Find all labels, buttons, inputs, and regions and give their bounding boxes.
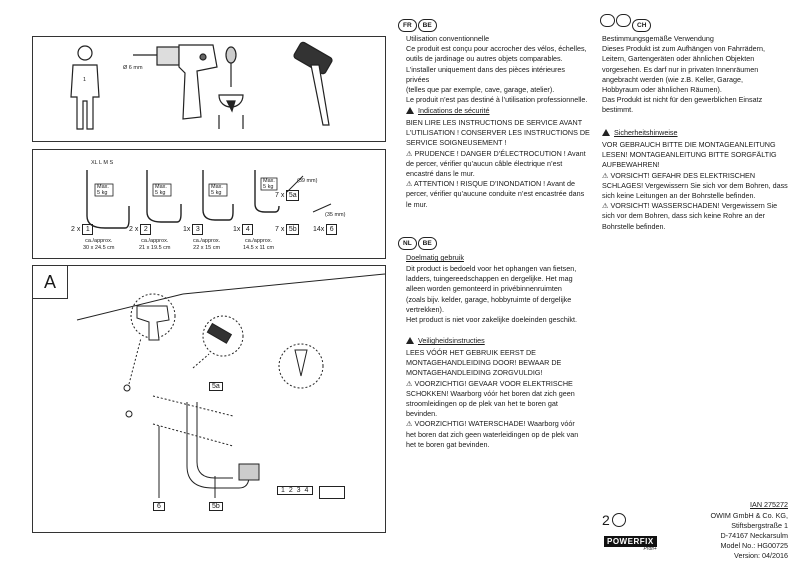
lang-pill-nl: NL [398, 237, 417, 250]
fr-intro: Utilisation conventionnelle Ce produit e… [406, 34, 588, 105]
warning-icon [602, 129, 610, 136]
hook-3-max: Max. 5 kg [211, 184, 223, 196]
hook-3-qty-text: 1x [183, 226, 191, 233]
hook-1-qty-text: 2 x [71, 226, 81, 233]
hook-1-max: Max. 5 kg [97, 184, 109, 196]
small-part-qty-text: 14x [313, 226, 325, 233]
drill-detail-icon [136, 305, 170, 341]
de-safety-heading: Sicherheitshinweise [602, 128, 678, 137]
nl-safety-heading: Veiligheidsinstructies [406, 336, 485, 345]
hook-m [202, 170, 234, 221]
company-info: OWIM GmbH & Co. KG, Stiftsbergstraße 1 D… [710, 511, 788, 560]
size-header: XL L M S [91, 160, 114, 166]
small-part-number: 6 [326, 224, 338, 235]
small-part-qty: 14x 6 [313, 224, 338, 235]
screw-length: (39 mm) [297, 178, 318, 184]
plug-qty: 7 x 5b [275, 224, 300, 235]
hook-4-max: Max. 5 kg [263, 178, 275, 190]
diagram-letter: A [43, 272, 56, 292]
hook-1-number: 1 [82, 224, 94, 235]
hook-4-dims: ca./approx. 14.5 x 11 cm [243, 238, 275, 251]
part-number-empty-box [319, 486, 345, 499]
lang-pill-de [600, 14, 615, 27]
part-numbers: 1 2 3 4 [277, 486, 314, 495]
screw-qty: 7 x 5a [275, 190, 300, 201]
hook-1-qty: 2 x 1 [71, 224, 94, 235]
nl-safety: LEES VÓÓR HET GEBRUIK EERST DE MONTAGEHA… [406, 348, 579, 449]
hammer-icon [293, 41, 333, 126]
fr-safety-title: Indications de sécurité [418, 106, 490, 115]
drill-icon [133, 44, 218, 120]
page-number-box: 2 [602, 512, 626, 528]
hook-1-dims: ca./approx. 30 x 24.5 cm [83, 238, 115, 251]
hook-4-qty-text: 1x [233, 226, 241, 233]
lang-pills-de: CH [600, 14, 652, 32]
circle-icon [611, 513, 626, 527]
person-icon [70, 45, 100, 130]
hook-3-number: 3 [192, 224, 204, 235]
label-6-text: 6 [157, 503, 161, 510]
warning-icon [406, 107, 414, 114]
nl-safety-title: Veiligheidsinstructies [418, 336, 485, 345]
label-6: 6 [153, 502, 165, 511]
hook-2-qty-text: 2 x [129, 226, 139, 233]
plug-icon [312, 203, 332, 213]
hooks-panel: XL L M S Max. 5 kg Max. 5 kg Max. 5 kg M… [32, 149, 386, 259]
de-safety: VOR GEBRAUCH BITTE DIE MONTAGEANLEITUNG … [602, 140, 788, 231]
screwdriver-icon [218, 46, 244, 129]
brand-sub: Profi+ [643, 546, 657, 552]
tools-illustration [70, 41, 333, 130]
de-intro: Bestimmungsgemäße Verwendung Dieses Prod… [602, 34, 766, 115]
brand-logo: POWERFIX Profi+ [604, 536, 657, 552]
hook-4-qty: 1x 4 [233, 224, 254, 235]
hook-3-qty: 1x 3 [183, 224, 204, 235]
screw-icon [286, 175, 304, 193]
nl-intro-title: Doelmatig gebruik [406, 253, 464, 262]
fr-safety: BIEN LIRE LES INSTRUCTIONS DE SERVICE AV… [406, 118, 590, 209]
brand-name: POWERFIX [604, 536, 657, 547]
label-5b-text: 5b [212, 503, 220, 510]
fr-safety-heading: Indications de sécurité [406, 106, 490, 115]
warning-icon [406, 337, 414, 344]
de-safety-title: Sicherheitshinweise [614, 128, 678, 137]
page-number: 2 [602, 512, 610, 528]
lang-pill-ch: CH [632, 19, 652, 32]
hook-2-dims: ca./approx. 21 x 19.5 cm [139, 238, 171, 251]
label-5a-text: 5a [212, 383, 220, 390]
diagram-panel: A 5a 6 5b 1 2 3 4 [32, 265, 386, 533]
lang-pill-be: BE [417, 19, 437, 32]
screw-number: 5a [286, 190, 300, 201]
part-numbers-text: 1 2 3 4 [281, 487, 310, 494]
plug-number: 5b [286, 224, 300, 235]
lang-pill-at [616, 14, 631, 27]
ian-number: IAN 275272 [750, 500, 788, 509]
screwdriver-detail-icon [294, 349, 308, 377]
hook-2-qty: 2 x 2 [129, 224, 152, 235]
hook-l [146, 170, 182, 223]
drill-size-label: Ø 6 mm [123, 65, 143, 71]
lang-pill-be-nl: BE [417, 237, 437, 250]
person-number: 1 [83, 77, 87, 83]
hook-3-dims: ca./approx. 22 x 15 cm [193, 238, 221, 251]
hook-xl [86, 170, 130, 229]
diagram-letter-box: A [33, 266, 68, 299]
plug-qty-text: 7 x [275, 226, 285, 233]
label-5a: 5a [209, 382, 223, 391]
lang-pill-fr: FR [398, 19, 417, 32]
tools-panel: Ø 6 mm 1 [32, 36, 386, 142]
hook-4-number: 4 [242, 224, 254, 235]
label-5b: 5b [209, 502, 223, 511]
hammer-detail-icon [206, 322, 233, 344]
hook-2-number: 2 [140, 224, 152, 235]
hooks-illustration [86, 170, 332, 229]
screw-qty-text: 7 x [275, 192, 285, 199]
hook-2-max: Max. 5 kg [155, 184, 167, 196]
nl-intro: Dit product is bedoeld voor het ophangen… [406, 264, 577, 325]
assembly-illustration [76, 273, 385, 498]
plug-length: (35 mm) [325, 212, 346, 218]
hook-s [254, 170, 280, 213]
